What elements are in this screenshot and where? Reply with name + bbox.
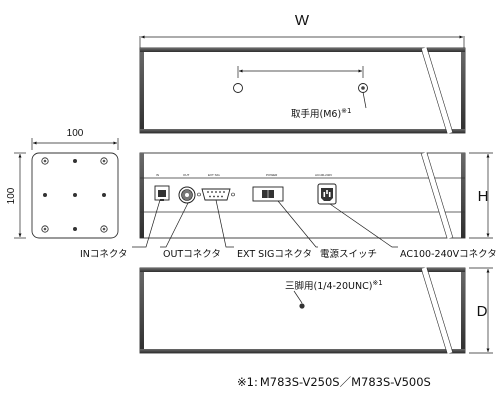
side-panel-screws <box>43 159 106 231</box>
bottom-view-body <box>139 267 466 354</box>
ext-sig-connector <box>201 188 231 201</box>
connector-leaders <box>132 199 398 248</box>
out-connector-callout: OUTコネクタ <box>163 249 221 260</box>
top-view: 取手用(M6)※1 <box>139 47 466 134</box>
break-line <box>421 47 453 134</box>
height-dimension: H <box>469 152 493 239</box>
tripod-callout: 三脚用(1/4-20UNC)※1 <box>285 279 383 292</box>
power-switch-callout: 電源スイッチ <box>320 249 377 260</box>
depth-dimension: D <box>469 267 493 354</box>
footnote: ※1:M783S-V250S／M783S-V500S <box>237 375 431 389</box>
side-view: 100 100 <box>6 128 119 239</box>
top-rail <box>140 48 465 52</box>
panel-label-ext-sig: EXT SIG <box>208 173 220 177</box>
handle-hole-left <box>233 83 243 93</box>
depth-label: D <box>477 303 488 320</box>
panel-label-power: POWER <box>266 173 278 177</box>
top-view-body <box>139 47 466 134</box>
handle-leader <box>362 91 367 109</box>
ext-sig-callout: EXT SIGコネクタ <box>237 249 312 260</box>
width-dimension: W <box>139 12 465 50</box>
ac-connector-callout: AC100-240Vコネクタ <box>400 249 497 260</box>
height-label: H <box>478 188 489 205</box>
panel-label-ac: AC100-240V <box>315 173 332 177</box>
panel-label-out: OUT <box>183 173 190 177</box>
width-label: W <box>295 12 310 29</box>
panel-label-in: IN <box>156 173 159 177</box>
end-cap-right <box>461 48 465 133</box>
bottom-view: 三脚用(1/4-20UNC)※1 <box>139 267 466 354</box>
tripod-hole <box>299 303 305 309</box>
in-connector-callout: INコネクタ <box>80 249 128 260</box>
side-width-label: 100 <box>67 128 84 139</box>
front-view: IN OUT EXT SIG POWER AC100-240V <box>139 152 466 239</box>
side-height-label: 100 <box>6 187 17 204</box>
bottom-rail <box>140 129 465 133</box>
handle-callout: 取手用(M6)※1 <box>291 107 351 120</box>
end-cap-left <box>140 48 144 133</box>
